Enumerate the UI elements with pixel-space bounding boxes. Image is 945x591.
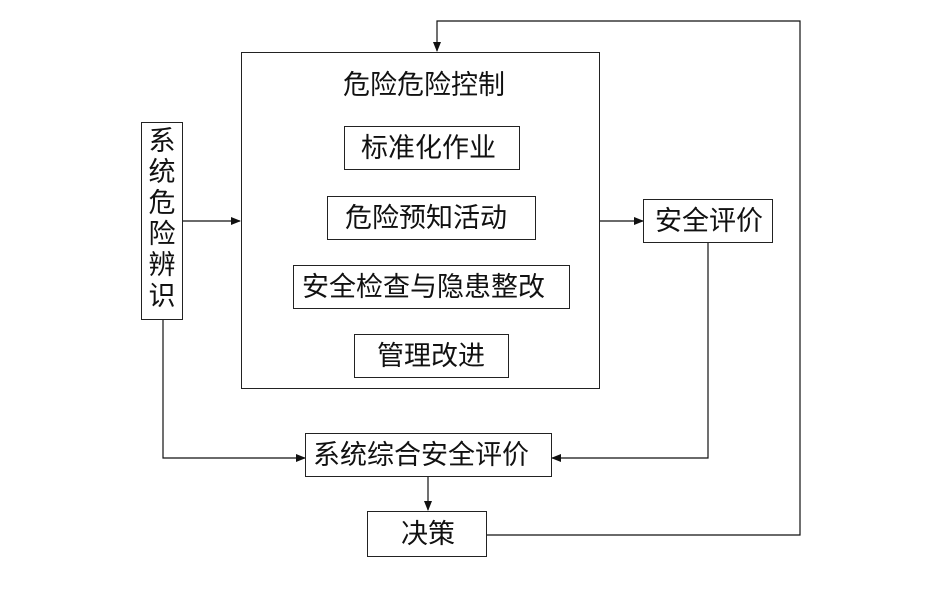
node-hazard-prediction-activity-label: 危险预知活动 [345,203,507,234]
vertical-char: 辨 [148,250,176,281]
node-management-improvement-label: 管理改进 [377,341,485,372]
node-safety-inspection-rectification-label: 安全检查与隐患整改 [302,272,545,303]
node-comprehensive-safety-evaluation-label: 系统综合安全评价 [313,440,529,471]
node-system-hazard-identification: 系统危险辨识 [141,122,183,320]
vertical-char: 系 [148,126,176,157]
vertical-char: 危 [148,188,176,219]
node-safety-evaluation-label: 安全评价 [655,206,763,237]
vertical-char: 识 [148,281,176,312]
vertical-char: 险 [148,219,176,250]
node-hazard-prediction-activity: 危险预知活动 [327,196,536,240]
edge-identify-to-comprehensive [162,320,306,462]
node-hazard-control-title: 危险危险控制 [343,70,505,101]
node-standardized-operation-label: 标准化作业 [361,133,496,164]
node-standardized-operation: 标准化作业 [344,126,520,170]
vertical-char: 统 [148,157,176,188]
node-comprehensive-safety-evaluation: 系统综合安全评价 [305,433,552,477]
edge-evaluation-to-comprehensive [551,242,709,462]
node-safety-evaluation: 安全评价 [643,199,773,243]
node-decision: 决策 [367,511,487,557]
node-decision-label: 决策 [401,519,455,550]
node-management-improvement: 管理改进 [354,334,509,378]
node-safety-inspection-rectification: 安全检查与隐患整改 [293,265,570,309]
edge-decision-feedback [433,20,801,536]
